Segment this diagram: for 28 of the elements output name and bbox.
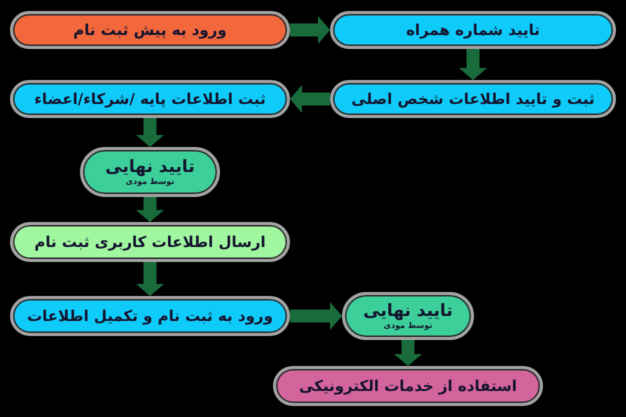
process-box — [10, 296, 290, 336]
arrow — [459, 49, 487, 80]
process-box — [10, 222, 290, 262]
process-box — [10, 11, 290, 49]
process-box — [10, 80, 290, 118]
process-box — [342, 292, 474, 340]
arrow — [394, 340, 422, 366]
step-note: توسط مودی — [126, 177, 174, 187]
step-label: ورود به ثبت نام و تکمیل اطلاعات — [27, 307, 273, 325]
step-label: ثبت و تایید اطلاعات شخص اصلی — [351, 90, 595, 108]
step-label: تایید نهایی — [363, 301, 453, 321]
arrow — [136, 118, 164, 147]
step-label: استفاده از خدمات الکترونیکی — [299, 377, 517, 395]
process-box — [330, 80, 616, 118]
process-box — [80, 147, 220, 197]
step-label: ثبت اطلاعات پایه /شرکاء/اعضاء — [34, 90, 266, 108]
process-box — [273, 366, 543, 406]
step-note: توسط مودی — [384, 321, 432, 331]
arrow — [290, 16, 330, 44]
step-label: تایید شماره همراه — [406, 21, 540, 39]
process-box — [330, 11, 616, 49]
step-label: ورود به پیش ثبت نام — [73, 21, 227, 39]
arrow — [290, 302, 342, 330]
arrow — [136, 197, 164, 222]
arrow — [136, 262, 164, 296]
step-label: تایید نهایی — [105, 157, 195, 177]
arrow — [290, 85, 330, 113]
step-label: ارسال اطلاعات کاربری ثبت نام — [34, 233, 266, 251]
